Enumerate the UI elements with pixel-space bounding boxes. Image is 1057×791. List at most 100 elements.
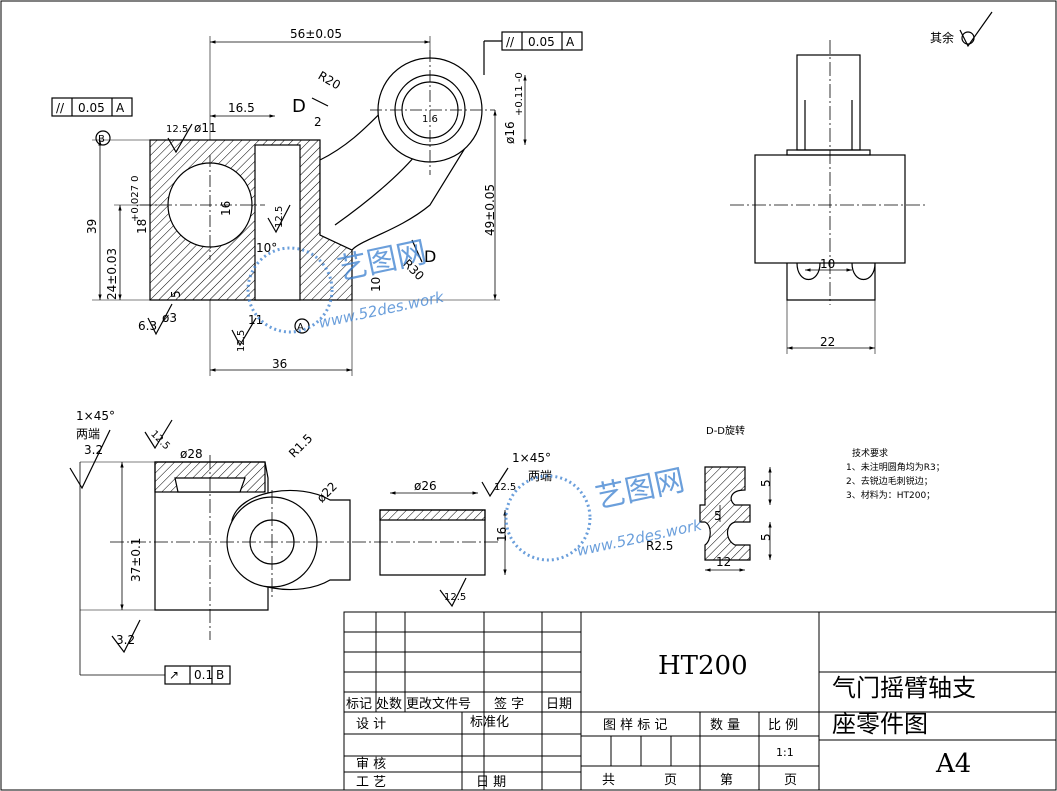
section-dd-labels: D-D旋转 5 5 5 12 R2.5 bbox=[646, 424, 773, 569]
material: HT200 bbox=[658, 651, 748, 681]
dim-r2-5: R2.5 bbox=[646, 539, 673, 553]
page2: 页 bbox=[784, 773, 797, 788]
sheet-size: A4 bbox=[935, 749, 971, 779]
datum-a: A bbox=[297, 322, 304, 333]
chamfer-a: 1×45° bbox=[76, 409, 115, 423]
review: 审 核 bbox=[356, 757, 386, 772]
process: 工 艺 bbox=[356, 775, 386, 790]
tol-frame-3-val: 0.1 bbox=[194, 668, 213, 682]
standardize: 标准化 bbox=[470, 715, 509, 730]
section-dd-dims bbox=[705, 467, 772, 572]
no: 第 bbox=[720, 773, 733, 788]
scale-value: 1:1 bbox=[776, 746, 794, 759]
rough-3-2-b: 3.2 bbox=[116, 633, 135, 647]
dim-18: 18 bbox=[135, 219, 149, 234]
dim-3: ø3 bbox=[162, 311, 177, 325]
design: 设 计 bbox=[356, 717, 386, 732]
dim-16v: 16 bbox=[219, 201, 233, 216]
dim-11b: 11 bbox=[248, 313, 263, 327]
dim-37: 37±0.1 bbox=[129, 538, 143, 582]
part-name-2: 座零件图 bbox=[832, 710, 928, 738]
both-ends-b: 两端 bbox=[528, 469, 552, 483]
scale: 比 例 bbox=[768, 718, 798, 733]
dim-56: 56±0.05 bbox=[290, 27, 342, 41]
chamfer-b: 1×45° bbox=[512, 451, 551, 465]
h-count: 处数 bbox=[376, 697, 402, 712]
dim-16-tol: +0.11 -0 bbox=[514, 72, 525, 116]
tech-requirements: 技术要求 1、未注明圆角均为R3； 2、去锐边毛刺锐边； 3、材料为：HT200… bbox=[846, 447, 945, 501]
dim-10deg: 10° bbox=[256, 241, 277, 255]
title-block bbox=[343, 611, 1057, 791]
dim-5: 5 bbox=[169, 290, 183, 298]
h-doc: 更改文件号 bbox=[406, 697, 471, 712]
dim-36: 36 bbox=[272, 357, 287, 371]
h-mark: 标记 bbox=[346, 697, 372, 712]
rough-6-3: 6.3 bbox=[138, 319, 157, 333]
rough-12-5-e: 12.5 bbox=[494, 482, 516, 493]
date: 日 期 bbox=[476, 775, 506, 790]
rough-12-5-d: 12.5 bbox=[148, 429, 172, 453]
tol-frame-3-sym: ↗ bbox=[169, 668, 179, 682]
rough-12-5-c: 12.5 bbox=[236, 330, 247, 352]
watermark-b: 艺图网 www.52des.work bbox=[504, 463, 705, 562]
tech-item-3: 3、材料为：HT200； bbox=[846, 489, 935, 501]
dim-2: 2 bbox=[314, 115, 322, 129]
dim-10w: 10 bbox=[820, 257, 835, 271]
dim-24: 24±0.03 bbox=[105, 248, 119, 300]
dim-39: 39 bbox=[85, 219, 99, 234]
front-view bbox=[51, 31, 583, 376]
watermark-url-b: www.52des.work bbox=[575, 516, 705, 560]
tol-frame-2-ref: A bbox=[566, 35, 575, 49]
tol-frame-2-val: 0.05 bbox=[528, 35, 555, 49]
h-date: 日期 bbox=[546, 697, 572, 712]
section-dd bbox=[699, 466, 751, 561]
dim-16-hole: ø16 bbox=[503, 121, 517, 144]
dim-28: ø28 bbox=[180, 447, 203, 461]
top-view bbox=[69, 419, 509, 685]
title-block-text: HT200 气门摇臂轴支 座零件图 A4 标记 处数 更改文件号 签 字 日期 … bbox=[346, 651, 976, 790]
tech-item-2: 2、去锐边毛刺锐边； bbox=[846, 475, 933, 487]
side-view-labels: 22 10 其余 bbox=[820, 30, 954, 349]
section-d-a: D bbox=[292, 96, 306, 117]
tol-frame-1-ref: A bbox=[116, 101, 125, 115]
watermark-name-b: 艺图网 bbox=[592, 463, 687, 516]
rough-12-5-f: 12.5 bbox=[444, 592, 466, 603]
dim-r1-5: R1.5 bbox=[286, 431, 315, 460]
tech-title: 技术要求 bbox=[852, 447, 888, 459]
page: 页 bbox=[664, 773, 677, 788]
dim-22: 22 bbox=[820, 335, 835, 349]
both-ends-a: 两端 bbox=[76, 427, 100, 441]
dim-5-c: 5 bbox=[759, 533, 773, 541]
dim-5-b: 5 bbox=[714, 509, 722, 523]
section-title: D-D旋转 bbox=[706, 424, 745, 437]
drawing-mark: 图 样 标 记 bbox=[603, 718, 667, 733]
side-view bbox=[730, 11, 993, 354]
dim-16-5: 16.5 bbox=[228, 101, 255, 115]
h-sign: 签 字 bbox=[494, 696, 524, 712]
dim-5-a: 5 bbox=[759, 479, 773, 487]
dim-16-right: 16 bbox=[495, 527, 509, 542]
rough-3-2-a: 3.2 bbox=[84, 443, 103, 457]
dim-12: 12 bbox=[716, 555, 731, 569]
dim-49: 49±0.05 bbox=[483, 184, 497, 236]
roughness-other: 其余 bbox=[930, 30, 954, 45]
total: 共 bbox=[602, 773, 615, 788]
dim-26: ø26 bbox=[414, 479, 437, 493]
rough-12-5-a: 12.5 bbox=[166, 124, 188, 135]
dim-10: 10 bbox=[369, 277, 383, 292]
tech-item-1: 1、未注明圆角均为R3； bbox=[846, 461, 945, 473]
dim-r20: R20 bbox=[316, 68, 343, 92]
dim-1-6: 1.6 bbox=[422, 114, 438, 125]
datum-b: B bbox=[98, 134, 105, 145]
tol-frame-1-sym: // bbox=[56, 101, 65, 115]
rough-12-5-b: 12.5 bbox=[274, 206, 285, 228]
tol-frame-3-ref: B bbox=[216, 668, 224, 682]
dim-18-tol: +0.027 0 bbox=[130, 175, 141, 222]
part-name-1: 气门摇臂轴支 bbox=[832, 674, 976, 702]
section-d-b: D bbox=[424, 247, 436, 266]
quantity: 数 量 bbox=[710, 718, 740, 733]
tol-frame-2-sym: // bbox=[506, 35, 515, 49]
tol-frame-1-val: 0.05 bbox=[78, 101, 105, 115]
dim-11: ø11 bbox=[194, 121, 217, 135]
